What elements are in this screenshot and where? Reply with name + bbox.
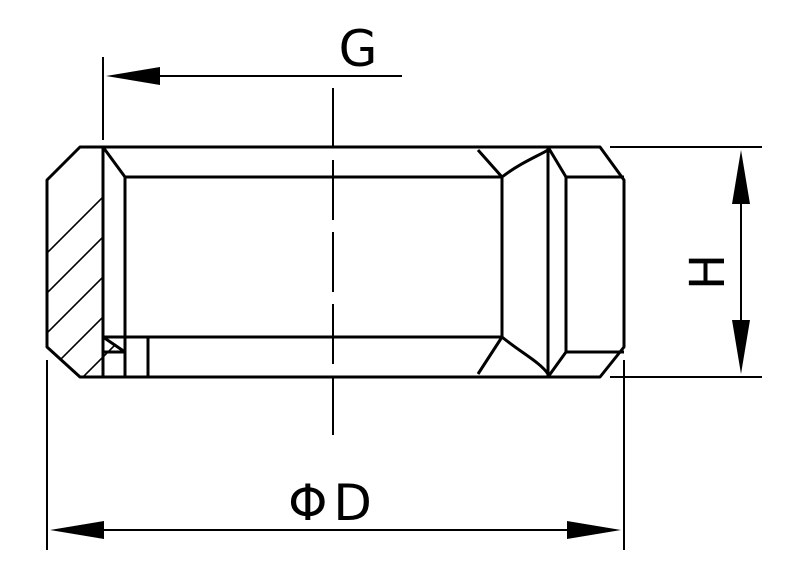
dimension-d-label: ΦD [288,474,378,532]
groove [476,149,504,375]
dimension-d [46,360,625,550]
dimension-g-label: G [339,20,378,78]
dimension-h-label: H [680,254,736,290]
dimension-h [610,146,762,378]
nut-body [45,145,626,379]
outer-outline [45,145,626,379]
dimension-g [102,57,402,140]
